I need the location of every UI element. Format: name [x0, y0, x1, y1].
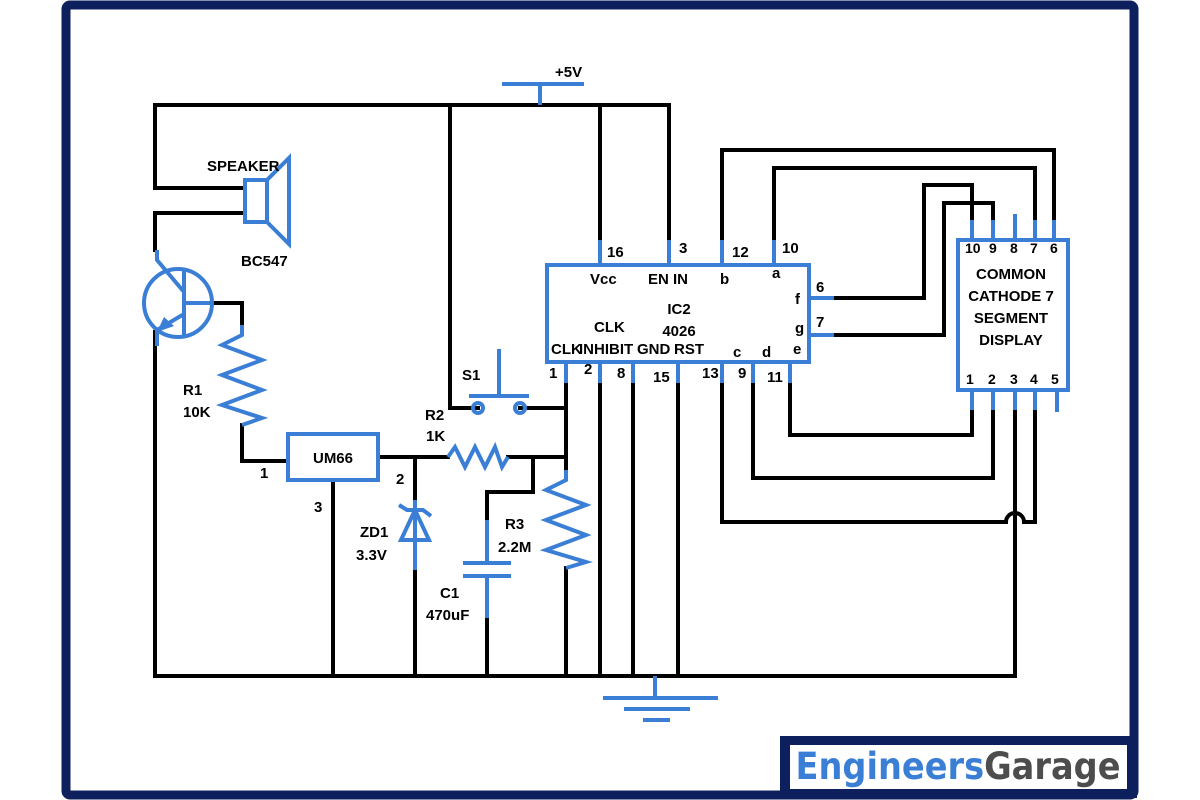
r3-name: R3	[505, 516, 524, 533]
ic2-name-gnd: GND	[637, 341, 671, 358]
r2-name: R2	[425, 407, 444, 424]
um66-pin-1: 1	[260, 465, 268, 482]
c1-value: 470uF	[426, 607, 469, 624]
ic2-part: 4026	[662, 323, 695, 340]
um66-pin-2: 2	[396, 471, 404, 488]
speaker-label: SPEAKER	[207, 158, 280, 175]
ic2-name-vcc: Vcc	[590, 271, 617, 288]
ic2-name-clk-top: CLK	[594, 319, 625, 336]
ic2-pin-13: 13	[702, 365, 719, 382]
ic2-title: IC2	[667, 301, 690, 318]
brand-logo: EngineersGarage	[780, 736, 1137, 798]
display-pin-2: 2	[988, 371, 996, 387]
wires	[153, 103, 1056, 678]
display-title-3: SEGMENT	[974, 310, 1048, 327]
display-title-1: COMMON	[976, 266, 1046, 283]
ic2-name-b: b	[720, 271, 729, 288]
ic2-pin-15: 15	[653, 369, 670, 386]
um66-pin-3: 3	[314, 499, 322, 516]
speaker-symbol	[243, 153, 291, 249]
svg-text:EngineersGarage: EngineersGarage	[796, 745, 1121, 788]
display-title-2: CATHODE 7	[968, 288, 1054, 305]
r2-value: 1K	[426, 428, 445, 445]
ic2-pin-3: 3	[679, 240, 687, 257]
resistor-r2	[446, 441, 510, 472]
ic2-name-a: a	[772, 265, 781, 282]
supply-terminal	[502, 82, 584, 105]
zd1-value: 3.3V	[356, 547, 387, 564]
transistor-bc547	[142, 250, 214, 346]
brand-part-engineers: Engineers	[796, 745, 985, 788]
c1-name: C1	[440, 585, 459, 602]
ic2-pin-10: 10	[782, 240, 799, 257]
um66-chip	[286, 432, 380, 482]
ic2-pin-6: 6	[816, 279, 824, 296]
ic2-name-f: f	[795, 291, 801, 308]
ic2-name-clk: CLK	[551, 341, 582, 358]
r1-name: R1	[183, 382, 202, 399]
r1-value: 10K	[183, 404, 211, 421]
ic2-name-c: c	[733, 344, 741, 361]
display-pin-7: 7	[1030, 240, 1038, 256]
ic2-name-g: g	[795, 320, 804, 337]
ic2-4026	[545, 240, 834, 383]
zd1-name: ZD1	[360, 524, 388, 541]
resistor-r3	[539, 470, 593, 570]
display-pin-9: 9	[989, 240, 997, 256]
ic2-pin-16: 16	[607, 244, 624, 261]
ic2-name-rst: RST	[674, 341, 704, 358]
ic2-name-e: e	[793, 341, 801, 358]
display-title-4: DISPLAY	[979, 332, 1043, 349]
capacitor-c1	[463, 520, 511, 618]
display-pin-5: 5	[1051, 371, 1059, 387]
display-pin-10: 10	[965, 240, 981, 256]
ic2-pin-2: 2	[584, 361, 592, 378]
display-pin-4: 4	[1030, 371, 1038, 387]
transistor-label: BC547	[241, 253, 288, 270]
ic2-name-en-in: EN IN	[648, 271, 688, 288]
s1-label: S1	[462, 367, 480, 384]
brand-part-garage: Garage	[984, 745, 1120, 788]
ic2-pin-12: 12	[732, 244, 749, 261]
resistor-r1	[215, 325, 269, 427]
ic2-pin-9: 9	[738, 365, 746, 382]
seven-segment-display	[956, 214, 1070, 412]
r3-value: 2.2M	[498, 539, 531, 556]
ic2-name-d: d	[762, 344, 771, 361]
um66-label: UM66	[313, 450, 353, 467]
ic2-pin-8: 8	[617, 365, 625, 382]
ic2-name-inhibit: INHIBIT	[579, 341, 633, 358]
ic2-pin-1: 1	[549, 365, 557, 382]
zener-zd1	[397, 500, 433, 570]
switch-s1	[469, 349, 529, 415]
display-pin-6: 6	[1050, 240, 1058, 256]
display-pin-3: 3	[1010, 371, 1018, 387]
ground-symbol	[603, 676, 718, 722]
display-pin-1: 1	[966, 371, 974, 387]
ic2-pin-7: 7	[816, 314, 824, 331]
supply-label: +5V	[555, 64, 582, 81]
ic2-pin-11: 11	[767, 369, 783, 386]
outer-frame	[61, 0, 1139, 800]
display-pin-8: 8	[1010, 240, 1018, 256]
